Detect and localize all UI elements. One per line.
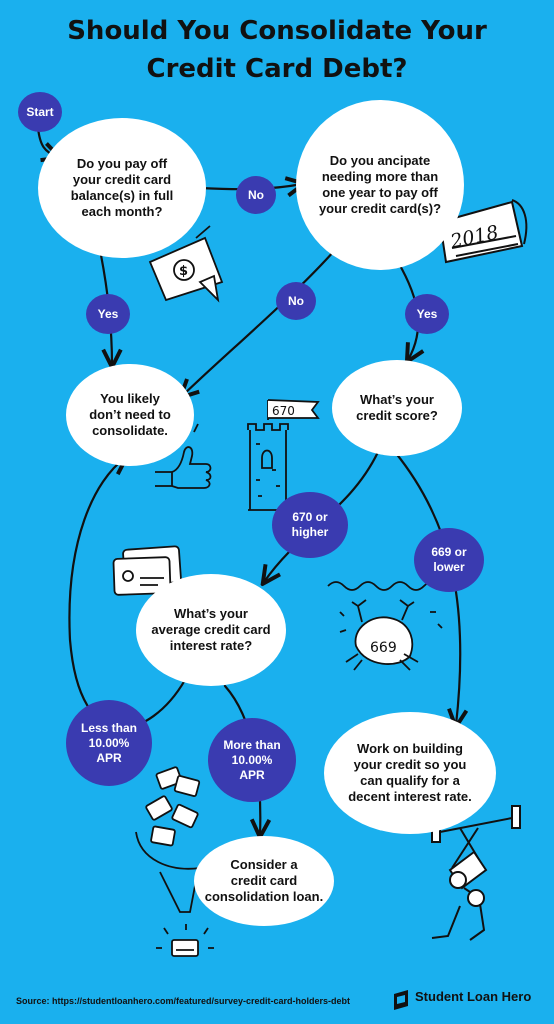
calendar-illustration: 2018 — [438, 199, 528, 264]
result-build-credit: Work on building your credit so you can … — [324, 712, 496, 834]
label-apr-low: Less than 10.00% APR — [66, 700, 152, 786]
label-score-low: 669 or lower — [414, 528, 484, 592]
question-pay-off-in-full: Do you pay off your credit card balance(… — [38, 118, 206, 258]
tower-illustration: 670 — [247, 399, 320, 511]
crab-number: 669 — [370, 640, 397, 656]
label-yes-2: Yes — [405, 294, 449, 334]
question-anticipate-over-year: Do you ancipate needing more than one ye… — [296, 100, 464, 270]
money-illustration: $ — [139, 217, 224, 303]
result-no-need: You likely don’t need to consolidate. — [66, 364, 194, 466]
question-interest-rate: What’s your average credit card interest… — [136, 574, 286, 686]
page-title: Should You Consolidate Your Credit Card … — [0, 12, 554, 88]
tower-flag-text: 670 — [272, 404, 295, 418]
crab-illustration: 669 — [327, 581, 443, 671]
label-no-2: No — [276, 282, 316, 320]
question-credit-score: What’s your credit score? — [332, 360, 462, 456]
label-no-1: No — [236, 176, 276, 214]
source-citation: Source: https://studentloanhero.com/feat… — [16, 996, 351, 1006]
funnel-illustration — [135, 766, 216, 957]
svg-text:$: $ — [179, 264, 188, 279]
start-badge: Start — [18, 92, 62, 132]
title-line-1: Should You Consolidate Your — [67, 16, 487, 46]
brand-name: Student Loan Hero — [415, 989, 532, 1004]
brand: Student Loan Hero — [394, 989, 531, 1004]
arrow-apr-low — [68, 458, 187, 729]
label-yes-1: Yes — [86, 294, 130, 334]
title-line-2: Credit Card Debt? — [146, 54, 408, 84]
label-score-high: 670 or higher — [272, 492, 348, 558]
credit-cards-illustration — [112, 545, 182, 596]
label-apr-high: More than 10.00% APR — [208, 718, 296, 802]
brand-logo-icon — [394, 990, 408, 1010]
result-consider-loan: Consider a credit card consolidation loa… — [194, 836, 334, 926]
arrow-no-2 — [182, 248, 337, 396]
